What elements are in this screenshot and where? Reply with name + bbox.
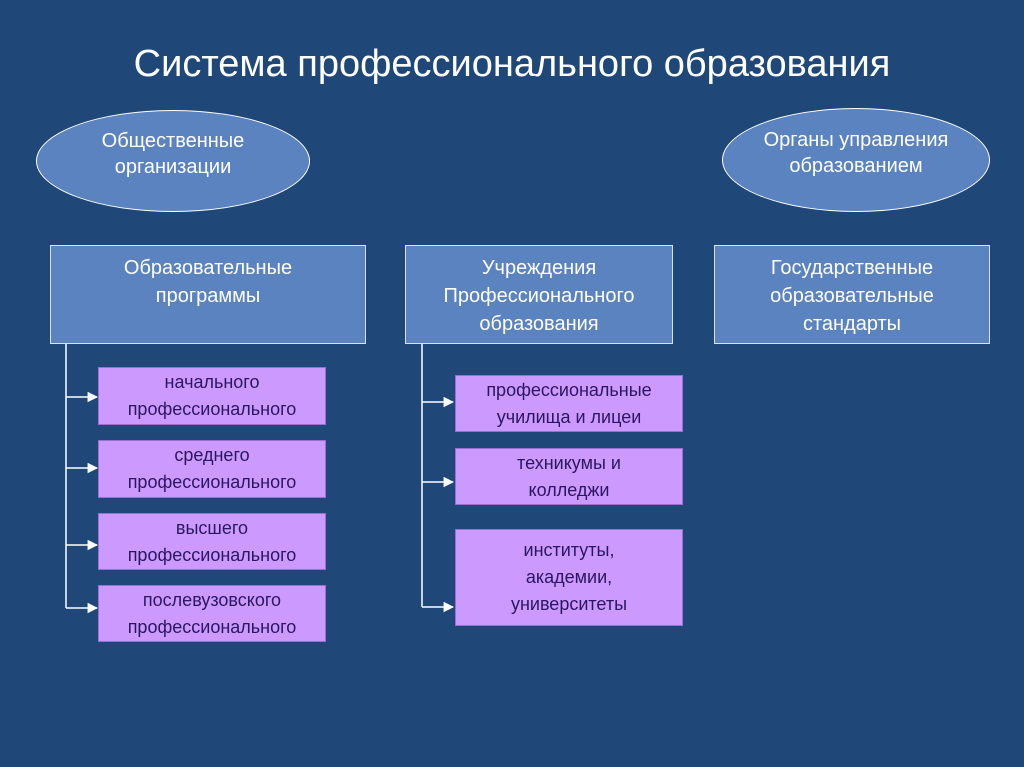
slide-title: Система профессионального образования [133,43,891,85]
program-secondary: среднего профессионального [98,440,326,498]
oval-public-organizations-label: Общественные организации [101,130,245,178]
program-initial: начального профессионального [98,367,326,425]
header-educational-programs: Образовательные программы [50,245,366,344]
institution-colleges-lyceums: профессиональные училища и лицеи [455,375,683,432]
program-higher: высшего профессионального [98,513,326,570]
oval-public-organizations: Общественные организации [36,110,310,212]
institution-universities: институты, академии, университеты [455,529,683,626]
oval-education-authorities: Органы управления образованием [722,108,990,212]
program-postgraduate: послевузовского профессионального [98,585,326,642]
institution-technical-schools: техникумы и колледжи [455,448,683,505]
oval-education-authorities-label: Органы управления образованием [763,129,949,177]
header-vocational-institutions: Учреждения Профессионального образования [405,245,673,344]
header-state-standards: Государственные образовательные стандарт… [714,245,990,344]
